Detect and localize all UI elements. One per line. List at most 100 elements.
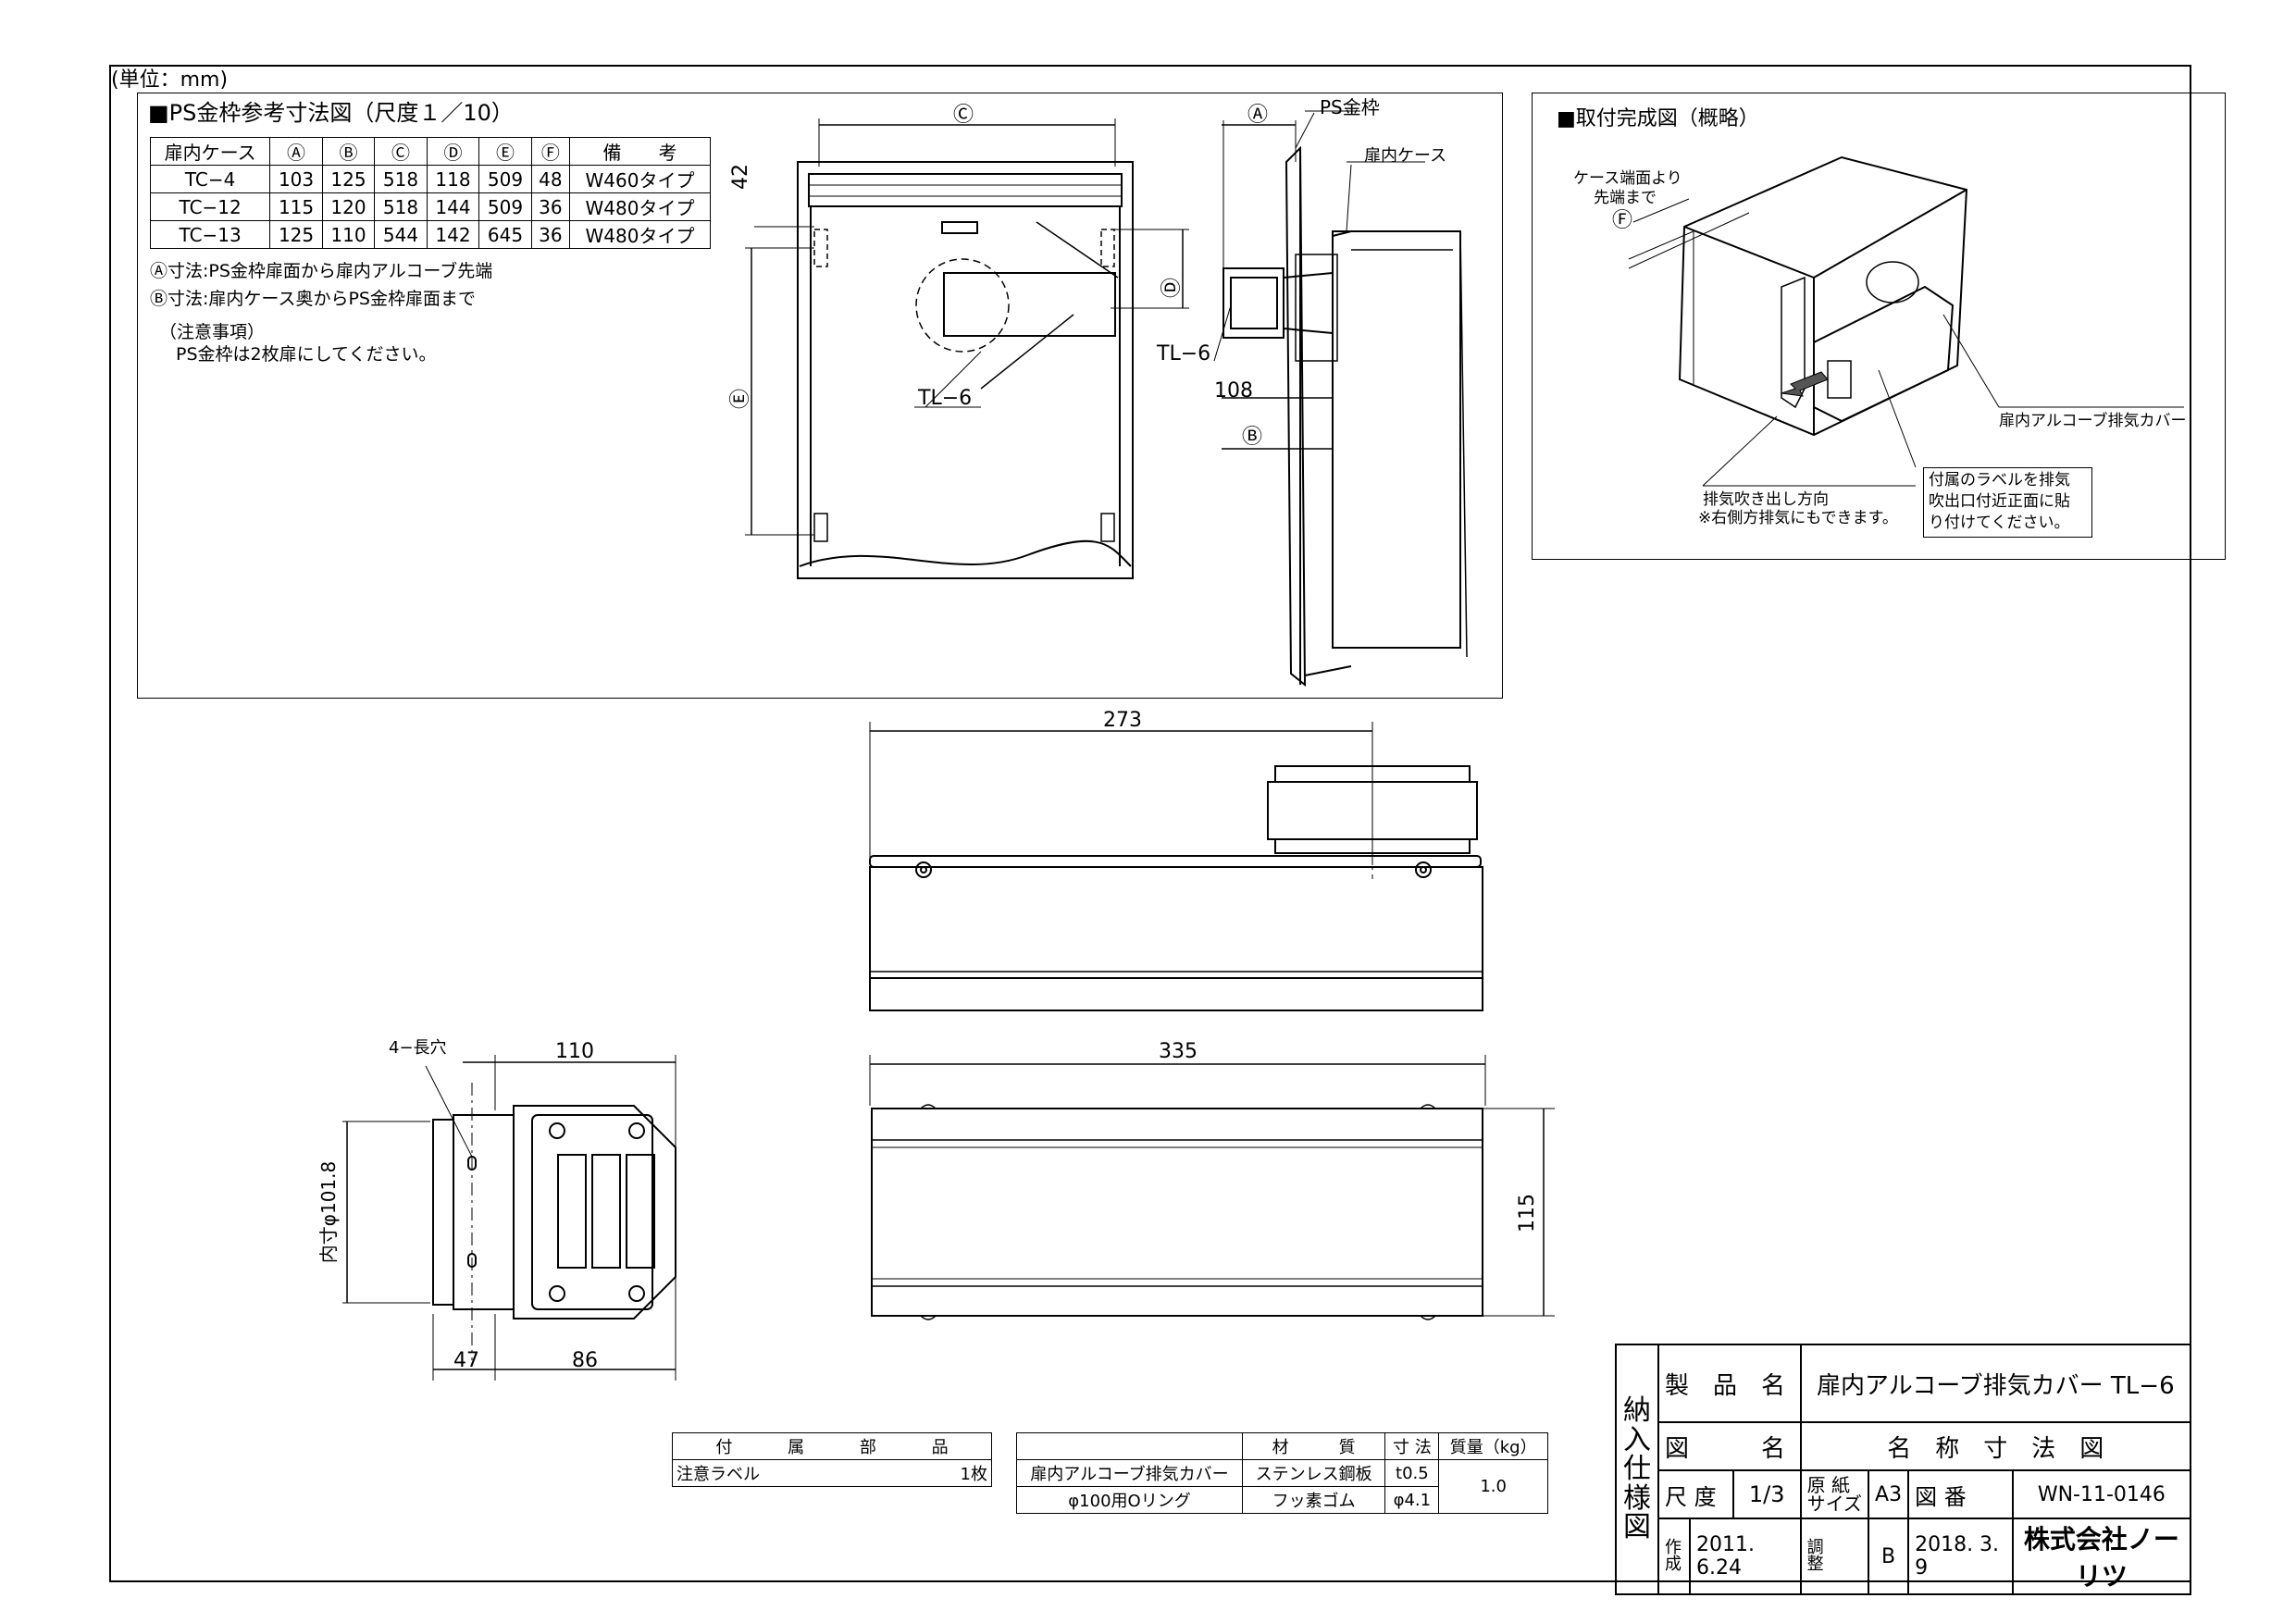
case-end-label-2: 先端まで xyxy=(1594,189,1657,207)
ps-table-cell: 103 xyxy=(269,165,323,193)
ps-note-b: Ⓑ寸法:扉内ケース奥からPS金枠扉面まで xyxy=(150,289,476,309)
caution-title: （注意事項） xyxy=(159,322,266,342)
dim-b-label: Ⓑ xyxy=(1242,426,1263,449)
materials-header-dim: 寸 法 xyxy=(1384,1432,1440,1460)
revision-code: B xyxy=(1868,1518,1910,1595)
ps-table-cell: 544 xyxy=(374,220,428,249)
ps-table-cell: 36 xyxy=(530,220,570,249)
ps-table-header-cell: Ⓔ xyxy=(478,137,532,166)
dim-335-label: 335 xyxy=(1159,1040,1198,1063)
dim-f-label: Ⓕ xyxy=(1612,209,1633,232)
install-section-box xyxy=(1532,93,2226,560)
exhaust-label-2: ※右側方排気にもできます。 xyxy=(1698,509,1898,527)
ps-table-cell: 110 xyxy=(321,220,376,249)
ps-table-header-cell: 備 考 xyxy=(568,137,712,166)
ps-table-cell: W480タイプ xyxy=(568,192,712,221)
ps-table-cell: 115 xyxy=(269,192,323,221)
ps-table-header-cell: Ⓕ xyxy=(530,137,570,166)
ps-table-cell: TC−12 xyxy=(149,192,271,221)
product-name-label: 製 品 名 xyxy=(1657,1344,1802,1423)
side-tl6-label: TL−6 xyxy=(1157,342,1211,365)
ps-table-header-cell: Ⓐ xyxy=(269,137,323,166)
drawing-frame xyxy=(109,65,2191,1582)
paper-size-value: A3 xyxy=(1868,1469,1910,1519)
ps-table-cell: TC−4 xyxy=(149,165,271,193)
ps-table-cell: 645 xyxy=(478,220,532,249)
drawing-no-label: 図 番 xyxy=(1907,1469,2014,1519)
dim-86-label: 86 xyxy=(572,1349,598,1372)
drawing-no: WN-11-0146 xyxy=(2011,1469,2192,1519)
materials-header-mass: 質量（kg） xyxy=(1438,1432,1548,1460)
material-row-1-dim: t0.5 xyxy=(1384,1459,1440,1487)
ps-table-cell: 120 xyxy=(321,192,376,221)
ps-note-a: Ⓐ寸法:PS金枠扉面から扉内アルコーブ先端 xyxy=(150,261,493,281)
accessories-header-3: 部 xyxy=(859,1438,876,1457)
case-label: 扉内ケース xyxy=(1364,146,1447,166)
install-section-title: ■取付完成図（概略） xyxy=(1557,107,1759,130)
material-row-2-dim: φ4.1 xyxy=(1384,1486,1440,1514)
sticker-label-1: 付属のラベルを排気 xyxy=(1929,471,2070,489)
ps-table-cell: TC−13 xyxy=(149,220,271,249)
ps-section-title: ■PS金枠参考寸法図（尺度１／10） xyxy=(148,100,514,126)
case-end-label-1: ケース端面より xyxy=(1573,169,1682,188)
dim-c-label: Ⓒ xyxy=(953,104,974,127)
inner-dia-label: 内寸φ101.8 xyxy=(317,1160,341,1264)
company-name: 株式会社ノーリツ xyxy=(2011,1518,2192,1595)
slots-label: 4−長穴 xyxy=(389,1038,447,1058)
ps-table-cell: 518 xyxy=(374,165,428,193)
accessory-qty: 1枚 xyxy=(902,1459,992,1487)
ps-section-box xyxy=(137,93,1503,699)
dim-110-label: 110 xyxy=(555,1040,594,1063)
scale-value: 1/3 xyxy=(1731,1469,1802,1519)
title-block: 納 入 仕 様 図 製 品 名 扉内アルコーブ排気カバー TL−6 図 名 名 … xyxy=(1615,1344,2192,1595)
ps-table-cell: 118 xyxy=(426,165,480,193)
dim-42-label: 42 xyxy=(729,164,752,190)
accessory-item: 注意ラベル xyxy=(671,1459,903,1487)
ps-table-cell: W460タイプ xyxy=(568,165,712,193)
unit-label: (単位：mm) xyxy=(111,68,229,92)
cover-label: 扉内アルコーブ排気カバー xyxy=(1999,412,2187,430)
material-row-2-name: φ100用Oリング xyxy=(1016,1486,1243,1514)
exhaust-label-1: 排気吹き出し方向 xyxy=(1703,490,1829,509)
sticker-label-2: 吹出口付近正面に貼 xyxy=(1929,492,2070,511)
revised-date: 2018. 3. 9 xyxy=(1907,1518,2014,1595)
dim-d-label: Ⓓ xyxy=(1160,277,1185,299)
ps-table-header-cell: Ⓑ xyxy=(321,137,376,166)
product-name: 扉内アルコーブ排気カバー TL−6 xyxy=(1799,1344,2192,1423)
materials-mass: 1.0 xyxy=(1438,1459,1548,1514)
sticker-note-box xyxy=(1923,467,2092,538)
created-label: 作 成 xyxy=(1657,1518,1691,1595)
drawing-name-label: 図 名 xyxy=(1657,1421,1802,1471)
title-block-side-label: 納 入 仕 様 図 xyxy=(1615,1344,1659,1595)
accessories-header-1: 付 xyxy=(715,1438,733,1457)
dim-108-label: 108 xyxy=(1214,379,1253,403)
material-row-1-name: 扉内アルコーブ排気カバー xyxy=(1016,1459,1243,1487)
ps-table-cell: 125 xyxy=(269,220,323,249)
front-tl6-label: TL−6 xyxy=(918,387,973,410)
ps-table-header-cell: Ⓒ xyxy=(374,137,428,166)
ps-table-cell: 142 xyxy=(426,220,480,249)
caution-text: PS金枠は2枚扉にしてください。 xyxy=(176,344,437,365)
ps-table-cell: 518 xyxy=(374,192,428,221)
created-date: 2011. 6.24 xyxy=(1689,1518,1802,1595)
dim-e-label: Ⓔ xyxy=(729,388,753,410)
revised-label: 調 整 xyxy=(1799,1518,1870,1595)
accessories-table: 付 属 部 品 注意ラベル 1枚 xyxy=(671,1432,992,1487)
scale-label: 尺 度 xyxy=(1657,1469,1734,1519)
ps-table-cell: 144 xyxy=(426,192,480,221)
accessories-header-4: 品 xyxy=(931,1438,949,1457)
ps-table-cell: 125 xyxy=(321,165,376,193)
materials-header-material: 材 質 xyxy=(1241,1432,1386,1460)
ps-frame-label: PS金枠 xyxy=(1320,96,1380,118)
sticker-label-3: り付けてください。 xyxy=(1929,514,2070,532)
material-row-2-material: フッ素ゴム xyxy=(1241,1486,1386,1514)
dim-115-label: 115 xyxy=(1516,1194,1539,1233)
ps-table-cell: W480タイプ xyxy=(568,220,712,249)
materials-table: 材 質 寸 法 質量（kg） 扉内アルコーブ排気カバー ステンレス鋼板 t0.5… xyxy=(1016,1432,1548,1514)
dim-273-label: 273 xyxy=(1103,709,1142,732)
